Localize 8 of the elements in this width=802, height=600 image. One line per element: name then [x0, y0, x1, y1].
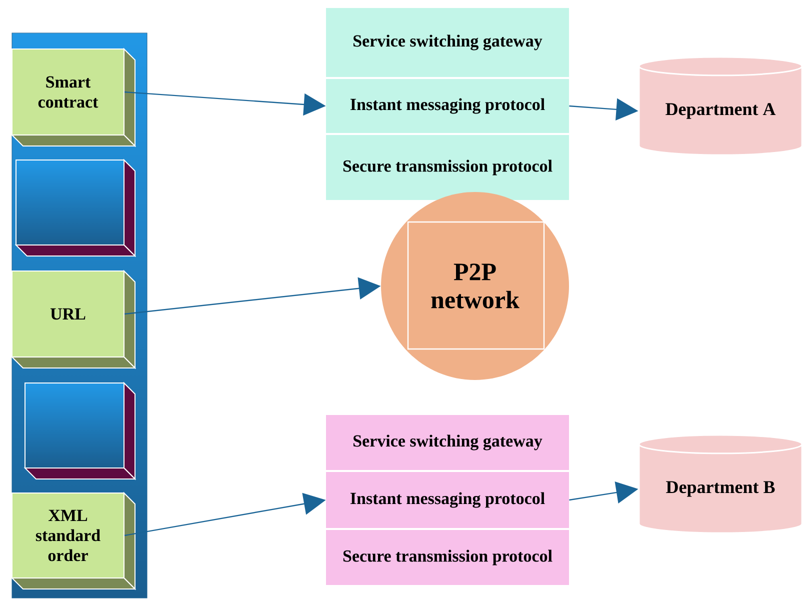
protocol-box: Service switching gateway — [326, 8, 569, 77]
protocol-box: Instant messaging protocol — [326, 79, 569, 133]
protocol-box: Secure transmission protocol — [326, 530, 569, 585]
protocol-box: Instant messaging protocol — [326, 472, 569, 528]
database-cylinder: Department B — [638, 434, 802, 534]
protocol-box: Secure transmission protocol — [326, 135, 569, 200]
protocol-box: Service switching gateway — [326, 415, 569, 470]
database-cylinder: Department A — [638, 56, 802, 156]
